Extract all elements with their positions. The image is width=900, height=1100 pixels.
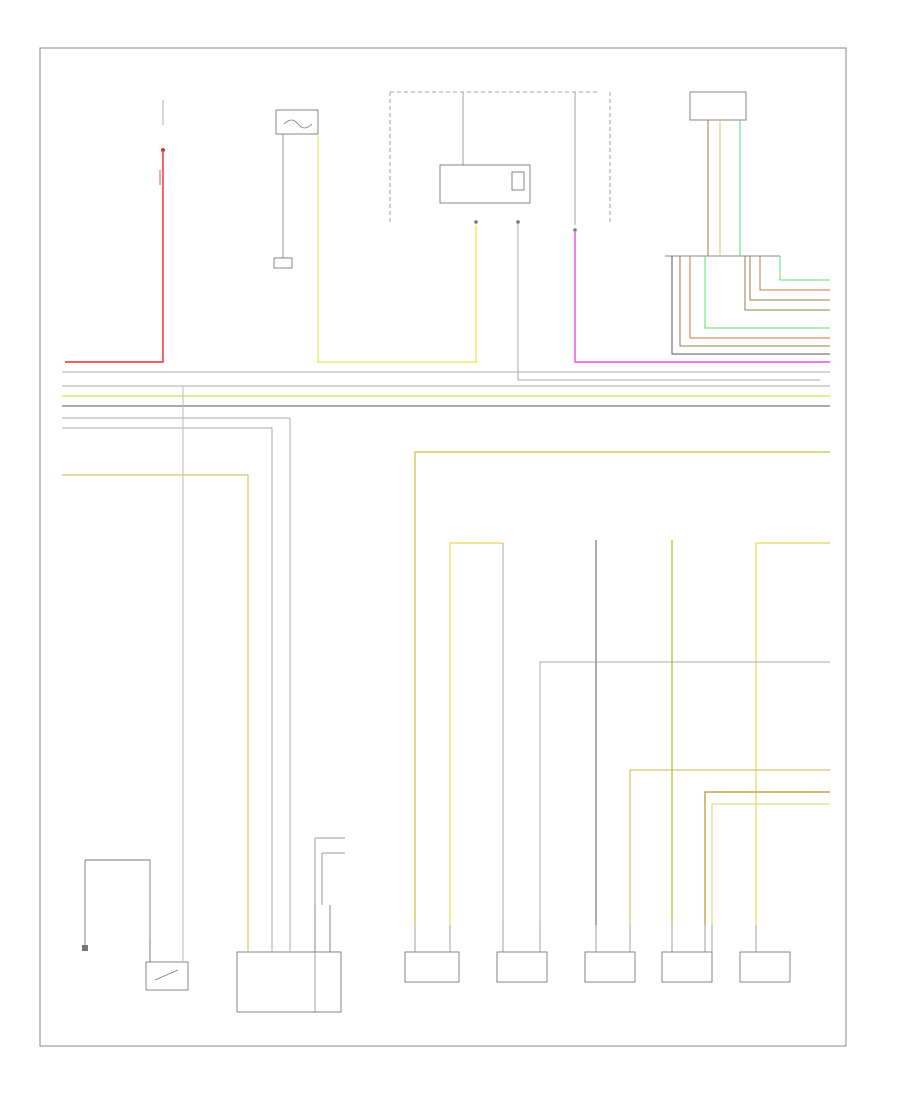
module-4: [661, 951, 713, 983]
module-1-body: [404, 951, 460, 983]
module-center-body: [236, 951, 342, 1013]
module-3-body: [584, 951, 636, 983]
wire-green-1: [779, 256, 830, 281]
diagram-frame: [39, 47, 847, 1047]
wire-olive-left: [62, 474, 249, 905]
module-3: [584, 951, 636, 983]
wire-magenta: [574, 232, 830, 363]
wire-dark-1: [671, 256, 830, 355]
bus-gray-3: [62, 417, 291, 905]
module-4-body: [661, 951, 713, 983]
wire-yellow-right-2: [711, 803, 830, 925]
connector-pin: [161, 148, 165, 152]
wire-brown-3: [679, 256, 830, 347]
wire-yellow-1: [317, 134, 477, 363]
ground-left: [82, 859, 151, 951]
wire-orange-1: [759, 256, 830, 291]
module-1: [404, 951, 460, 983]
sensor-left-body: [145, 961, 189, 991]
wire-olive-right: [629, 769, 830, 925]
wire-yellow-long: [414, 451, 830, 925]
sensor-top-body: [275, 109, 319, 135]
bus-gray-4: [62, 427, 273, 905]
fuse-block-top-left: [161, 100, 165, 152]
module-5: [739, 951, 791, 983]
module-connector-stubs: [414, 925, 757, 952]
wire-gray-relay: [517, 224, 820, 381]
wire-green-2: [704, 256, 830, 329]
wire-brown-1: [749, 256, 830, 301]
module-5-body: [739, 951, 791, 983]
wire-gray-right: [539, 661, 830, 925]
wire-yellow-mid: [449, 542, 503, 925]
wire-orange-2: [689, 256, 830, 339]
wire-tan-right: [704, 791, 830, 925]
connector-top-right-body: [689, 91, 747, 121]
relay-coil: [511, 171, 525, 191]
wire-brown-2: [744, 256, 830, 311]
connector-top-right: [665, 91, 780, 257]
sensor-top: [273, 109, 319, 269]
ground-connector: [273, 257, 293, 269]
module-2-body: [496, 951, 548, 983]
junction-top: [389, 91, 611, 232]
wire-red: [65, 152, 164, 363]
module-2: [496, 951, 548, 983]
sensor-left: [145, 961, 189, 991]
wire-yellow-right: [755, 542, 830, 925]
module-center: [236, 951, 342, 1013]
